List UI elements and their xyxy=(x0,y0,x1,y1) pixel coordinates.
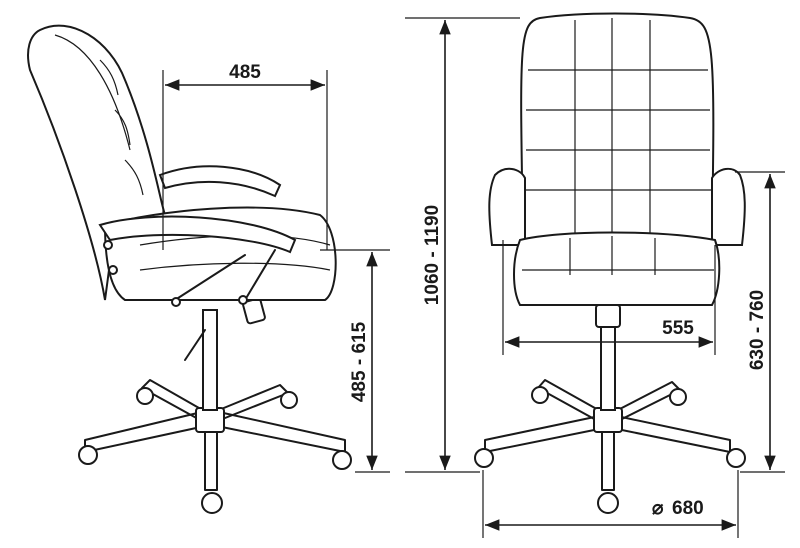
caster-icon xyxy=(280,391,298,409)
front-armrest-right xyxy=(711,167,746,246)
caster-icon xyxy=(669,388,687,406)
front-seat xyxy=(513,231,721,306)
caster-icon xyxy=(597,492,619,514)
diameter-symbol: ⌀ xyxy=(652,498,664,519)
dim-seat-depth: 485 xyxy=(162,62,328,250)
dim-base-diameter: ⌀ 680 xyxy=(482,470,739,538)
side-armrest-front xyxy=(98,215,297,254)
total-height-label: 1060 - 1190 xyxy=(422,205,443,305)
caster-icon xyxy=(136,387,154,405)
dim-armrest-height: 630 - 760 xyxy=(735,171,785,473)
gas-cylinder xyxy=(202,309,218,411)
caster-icon xyxy=(201,492,223,514)
caster-icon xyxy=(474,448,494,468)
caster-icon xyxy=(78,445,98,465)
armrest-height-label: 630 - 760 xyxy=(747,290,768,370)
seat-depth-label: 485 xyxy=(229,62,261,83)
caster-icon xyxy=(531,386,549,404)
base-diameter-label: 680 xyxy=(672,498,704,519)
chair-front-view xyxy=(474,12,746,514)
caster-icon xyxy=(726,448,746,468)
dim-total-height: 1060 - 1190 xyxy=(405,17,520,473)
dim-seat-width: 555 xyxy=(502,240,716,355)
side-base xyxy=(78,379,352,514)
chair-side-view xyxy=(27,24,352,514)
front-backrest xyxy=(520,12,715,241)
side-armrest-top xyxy=(158,165,282,198)
dim-seat-height: 485 - 615 xyxy=(320,249,390,473)
seat-height-label: 485 - 615 xyxy=(349,321,370,402)
height-lever xyxy=(184,329,206,361)
caster-icon xyxy=(332,450,352,470)
tufting-grid xyxy=(525,18,711,235)
seat-width-label: 555 xyxy=(662,318,694,339)
front-armrest-left xyxy=(488,167,526,246)
